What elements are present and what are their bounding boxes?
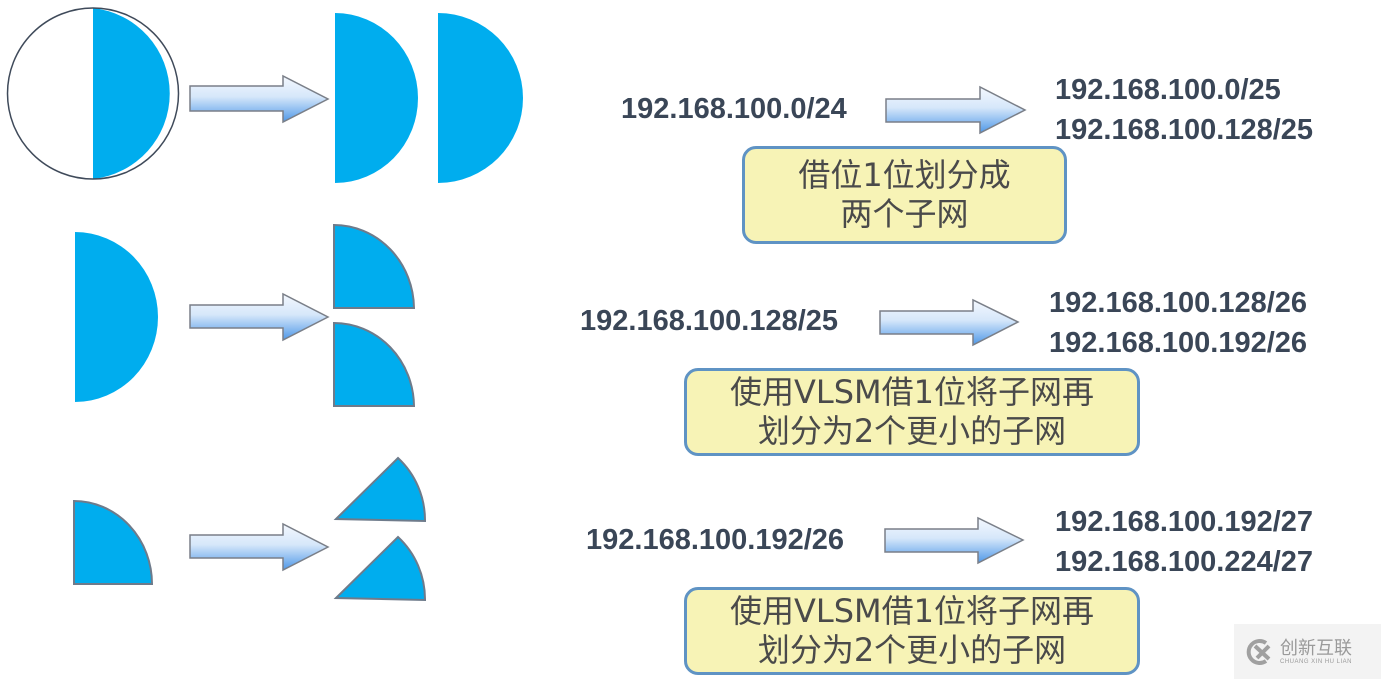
cx-logo-icon	[1246, 638, 1271, 665]
row2-explanation-note: 使用VLSM借1位将子网再 划分为2个更小的子网	[684, 368, 1140, 456]
row2-half-circle	[75, 232, 158, 402]
row1-source-network: 192.168.100.0/24	[621, 93, 847, 125]
row3-quarter-circle	[73, 499, 154, 585]
row3-source-network: 192.168.100.192/26	[586, 524, 845, 556]
row2-note-line-2: 划分为2个更小的子网	[757, 412, 1067, 450]
watermark: 创新互联 CHUANG XIN HU LIAN	[1234, 624, 1381, 679]
row1-subnet-half-circle-1	[335, 13, 418, 183]
row1-result-network-2: 192.168.100.128/25	[1055, 114, 1314, 146]
row1-ip-arrow-icon	[885, 85, 1027, 135]
row2-result-network-1: 192.168.100.128/26	[1049, 287, 1308, 319]
watermark-name-en: CHUANG XIN HU LIAN	[1280, 658, 1353, 665]
row2-quarter-circle-2	[333, 321, 416, 407]
row1-explanation-note: 借位1位划分成 两个子网	[742, 146, 1067, 244]
row3-ip-arrow-icon	[884, 516, 1025, 565]
row2-result-network-2: 192.168.100.192/26	[1049, 327, 1308, 359]
row3-eighth-circle-1	[333, 456, 427, 523]
row1-subnet-half-circle-2	[438, 13, 523, 183]
row2-arrow-icon	[189, 292, 330, 342]
row1-result-network-1: 192.168.100.0/25	[1055, 74, 1281, 106]
row3-result-network-2: 192.168.100.224/27	[1055, 546, 1314, 578]
row3-note-line-1: 使用VLSM借1位将子网再	[729, 592, 1094, 630]
row1-note-line-1: 借位1位划分成	[798, 156, 1011, 194]
row1-whole-network-circle	[6, 7, 180, 180]
watermark-name-cn: 创新互联	[1280, 637, 1352, 659]
row3-result-network-1: 192.168.100.192/27	[1055, 506, 1314, 538]
row3-note-line-2: 划分为2个更小的子网	[757, 631, 1067, 669]
row2-source-network: 192.168.100.128/25	[580, 305, 839, 337]
row2-ip-arrow-icon	[879, 298, 1020, 347]
row1-arrow-icon	[189, 74, 330, 124]
row1-note-line-2: 两个子网	[840, 195, 969, 233]
row3-eighth-circle-2	[333, 535, 427, 602]
row2-note-line-1: 使用VLSM借1位将子网再	[729, 373, 1094, 411]
row2-quarter-circle-1	[333, 223, 416, 309]
row3-arrow-icon	[189, 522, 330, 572]
row3-explanation-note: 使用VLSM借1位将子网再 划分为2个更小的子网	[684, 587, 1140, 675]
